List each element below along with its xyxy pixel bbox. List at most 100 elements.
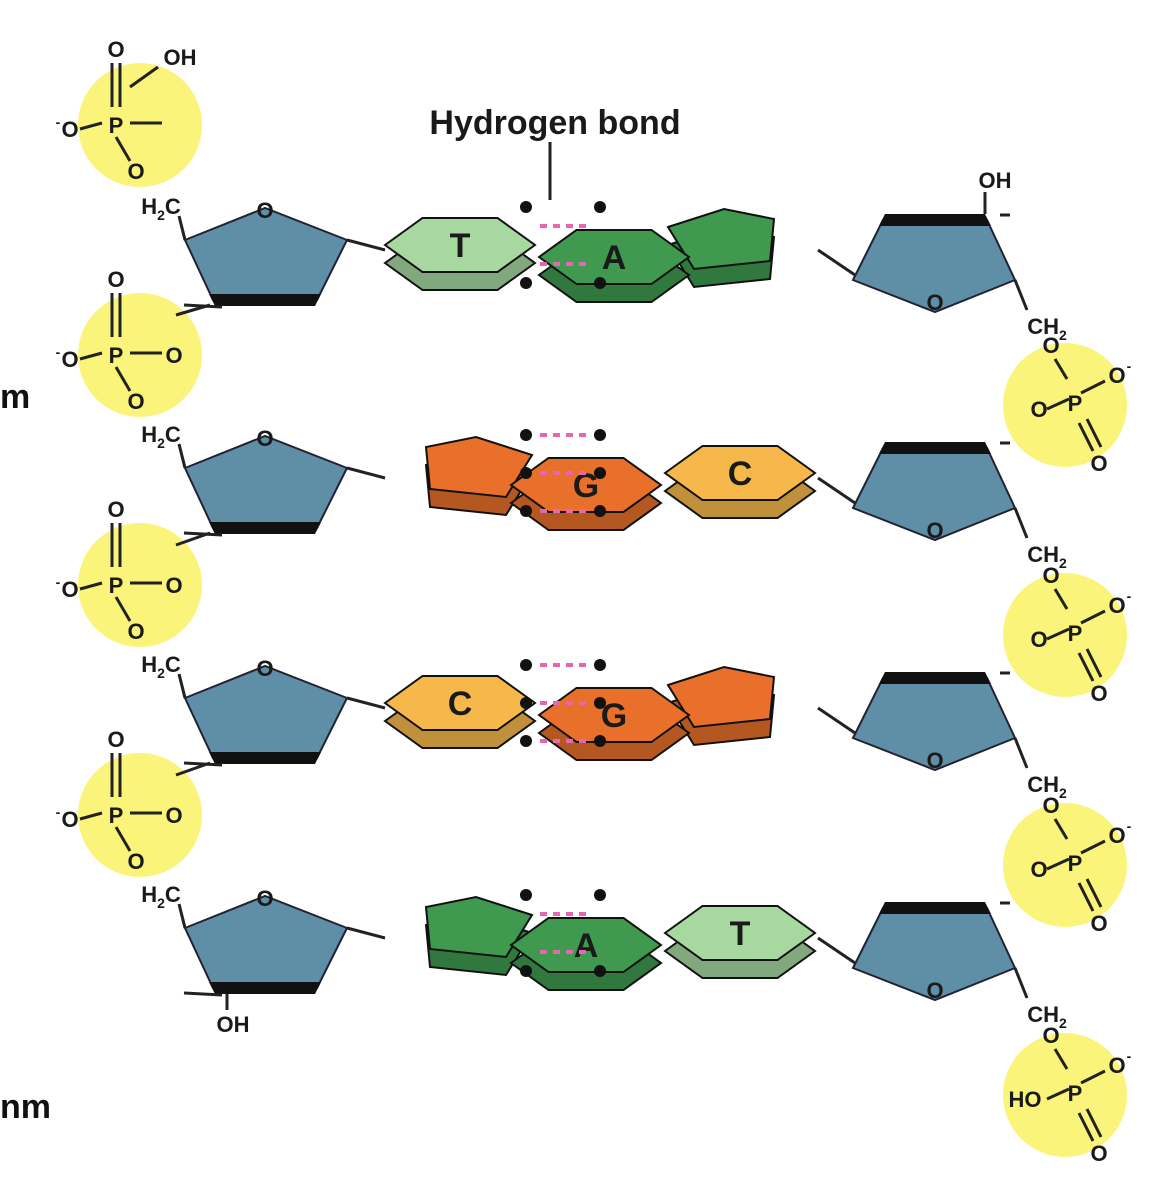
atom-P: P: [109, 113, 124, 138]
ch2-label: H2C: [141, 652, 181, 681]
phosphate-group-left: OPO-OO: [56, 497, 202, 647]
bond-atom-dot: [594, 697, 606, 709]
atom-HO: HO: [1009, 1087, 1042, 1112]
sugar-ring-O: O: [926, 518, 943, 543]
base-top: [537, 687, 691, 743]
bond-atom-dot: [594, 505, 606, 517]
base-T-pyrimidine: T: [663, 905, 817, 979]
sugar-ring-O: O: [256, 656, 273, 681]
bond-line: [1046, 627, 1070, 641]
phosphate-group-left: OPO-OO: [56, 727, 202, 877]
base-top: [383, 675, 537, 731]
atom-O-bridge: O: [1030, 627, 1047, 652]
sugar-ring: [183, 434, 349, 529]
hydrogen-bond-set: [540, 663, 590, 743]
bond-line: [1077, 882, 1095, 912]
atom-O: O: [107, 727, 124, 752]
atom-O: O: [1090, 1141, 1107, 1166]
sugar-ring-O: O: [256, 426, 273, 451]
bond-line: [346, 696, 386, 710]
sugar-edge: [209, 522, 321, 534]
bond-line: [346, 926, 386, 940]
bond-line: [817, 248, 856, 277]
base-top: [666, 665, 776, 729]
atom-O: O: [1090, 911, 1107, 936]
bond-atom-dot: [594, 467, 606, 479]
sugar-edge: [209, 982, 321, 994]
atom-O-minus: O: [1108, 823, 1125, 848]
bond-atom-dot: [520, 889, 532, 901]
bond-line: [1077, 1112, 1095, 1142]
bond-atom-dot: [594, 201, 606, 213]
atom-O-ester: O: [1042, 793, 1059, 818]
bond-line: [1053, 818, 1069, 840]
phosphate-circle: [1003, 803, 1127, 927]
bond-atom-dot: [520, 429, 532, 441]
sugar-edge: [879, 214, 991, 226]
atom-O-ester: O: [1042, 333, 1059, 358]
base-C-pyrimidine: C: [383, 675, 537, 749]
bond-line: [175, 761, 211, 777]
bond-line: [1053, 588, 1069, 610]
bond-line: [177, 443, 187, 469]
atom-O-minus: O: [1108, 363, 1125, 388]
bond-line: [1080, 839, 1106, 855]
base-top: [663, 905, 817, 961]
phosphate-circle: [78, 63, 202, 187]
base-letter-T: T: [730, 915, 751, 953]
ch2-label: H2C: [141, 882, 181, 911]
bond-atom-dot: [520, 659, 532, 671]
atom-O: O: [1090, 451, 1107, 476]
bond-atom-dot: [594, 965, 606, 977]
negative-charge: -: [1127, 1048, 1132, 1064]
atom-O-ester: O: [127, 619, 144, 644]
atom-O-minus: O: [61, 347, 78, 372]
atom-P: P: [1068, 851, 1083, 876]
bond-line: [79, 811, 103, 821]
bond-line: [1053, 1048, 1069, 1070]
bond-line: [1085, 878, 1103, 908]
bond-atom-dot: [520, 697, 532, 709]
sugar-ring: [851, 677, 1017, 772]
sugar-ring-O: O: [926, 978, 943, 1003]
bond-line: [817, 706, 856, 735]
backbone-layer: OPO-OOHOPO-OOOPO-OOOPO-OOPO-OOOPO-OOOPO-…: [56, 37, 1132, 1166]
negative-charge: -: [56, 804, 61, 820]
bond-line: [1046, 857, 1070, 871]
phosphate-circle: [1003, 343, 1127, 467]
sugar-ring: [183, 206, 349, 301]
bond-atom-dot: [594, 659, 606, 671]
atom-P: P: [109, 343, 124, 368]
bond-line: [346, 466, 386, 480]
bond-line: [114, 826, 132, 852]
sugar-ring: [851, 219, 1017, 314]
bond-line: [1046, 397, 1070, 411]
edge-label-m: m: [0, 378, 31, 416]
bond-atom-dot: [520, 277, 532, 289]
bond-line: [183, 991, 223, 997]
bond-line: [1077, 652, 1095, 682]
hydrogen-bond-set: [540, 912, 590, 954]
atom-O-ester: O: [127, 159, 144, 184]
hydrogen-bond-set: [540, 224, 590, 266]
bond-atom-dot: [520, 505, 532, 517]
phosphate-circle: [78, 753, 202, 877]
bond-line: [1013, 737, 1029, 769]
sugar-OH: OH: [979, 168, 1012, 193]
bond-line: [1085, 648, 1103, 678]
sugar-ring-O: O: [256, 886, 273, 911]
atom-O-minus: O: [61, 807, 78, 832]
bond-line: [114, 366, 132, 392]
bond-line: [817, 476, 856, 505]
phosphate-circle: [78, 523, 202, 647]
base-top: [509, 917, 663, 973]
ch2-label: CH2: [1027, 1002, 1067, 1031]
atom-OH: OH: [164, 45, 197, 70]
atom-O-bridge: O: [165, 573, 182, 598]
sugar-ring: [851, 447, 1017, 542]
bond-atom-dot: [520, 201, 532, 213]
ch2-label: H2C: [141, 194, 181, 223]
